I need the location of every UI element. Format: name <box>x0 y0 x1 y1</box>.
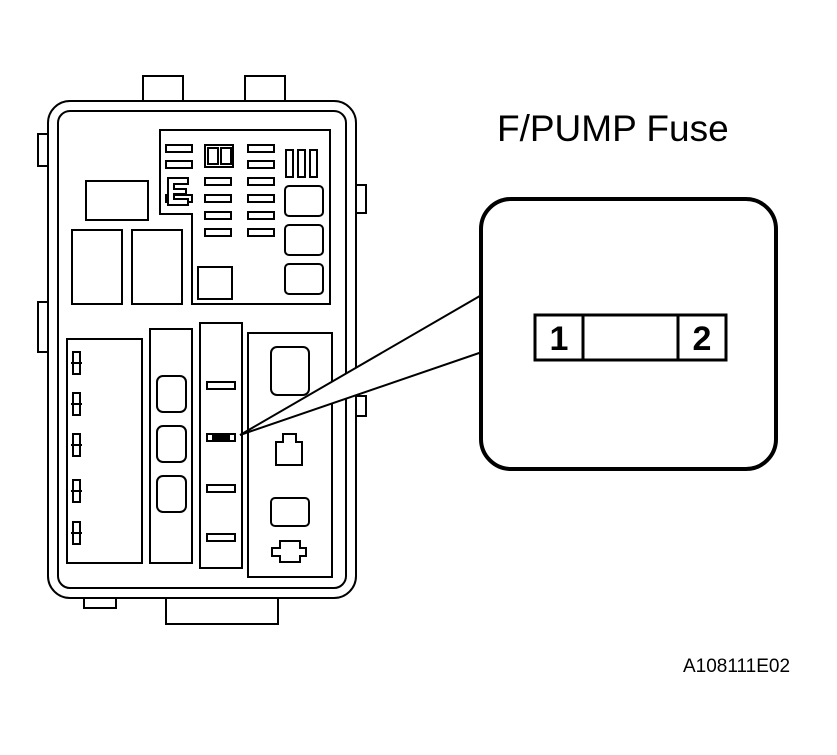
relay-large-right <box>131 229 183 305</box>
panel3-fuse-3 <box>206 484 236 493</box>
top-tab-right <box>244 75 286 103</box>
mini-fuse-c1 <box>247 144 275 153</box>
panel4-relay-top <box>270 346 310 396</box>
bottom-tab-center <box>165 595 279 625</box>
relay-upper-right-2 <box>284 224 324 256</box>
vertical-fuse-3 <box>309 149 318 178</box>
relay-upper-left <box>85 180 149 221</box>
mini-fuse-c4 <box>247 194 275 203</box>
panel4-connector-bottom <box>271 540 307 563</box>
top-tab-left <box>142 75 184 103</box>
mini-fuse-c5 <box>247 211 275 220</box>
diagram-title: F/PUMP Fuse <box>497 108 729 149</box>
enlarged-fuse <box>533 313 728 362</box>
mini-fuse-b2 <box>204 194 232 203</box>
mini-fuse-b1 <box>204 177 232 186</box>
double-fuse-slot-right <box>220 147 232 165</box>
mini-fuse-b4 <box>204 228 232 237</box>
figure-code: A108111E02 <box>683 656 791 677</box>
panel3-fuse-4 <box>206 533 236 542</box>
terminal-2-label: 2 <box>693 320 712 358</box>
mini-fuse-a2 <box>165 160 193 169</box>
mini-fuse-a1 <box>165 144 193 153</box>
vertical-fuse-2 <box>297 149 306 178</box>
panel3-fuse-1 <box>206 381 236 390</box>
lower-panel-3 <box>199 322 243 569</box>
relay-small <box>197 266 233 300</box>
double-fuse-slot-left <box>207 147 219 165</box>
vertical-fuse-1 <box>285 149 294 178</box>
panel2-relay-1 <box>156 375 187 413</box>
mini-fuse-c2 <box>247 160 275 169</box>
relay-upper-right-1 <box>284 185 324 217</box>
mini-fuse-c3 <box>247 177 275 186</box>
f-pump-fuse-body <box>212 435 230 440</box>
mini-fuse-b3 <box>204 211 232 220</box>
panel2-relay-3 <box>156 475 187 513</box>
relay-large-left <box>71 229 123 305</box>
panel4-relay-lower <box>270 497 310 527</box>
mini-fuse-c6 <box>247 228 275 237</box>
e-connector <box>167 177 189 206</box>
panel2-relay-2 <box>156 425 187 463</box>
panel4-connector-mid <box>275 433 303 466</box>
relay-upper-right-3 <box>284 263 324 295</box>
terminal-1-label: 1 <box>550 320 569 358</box>
